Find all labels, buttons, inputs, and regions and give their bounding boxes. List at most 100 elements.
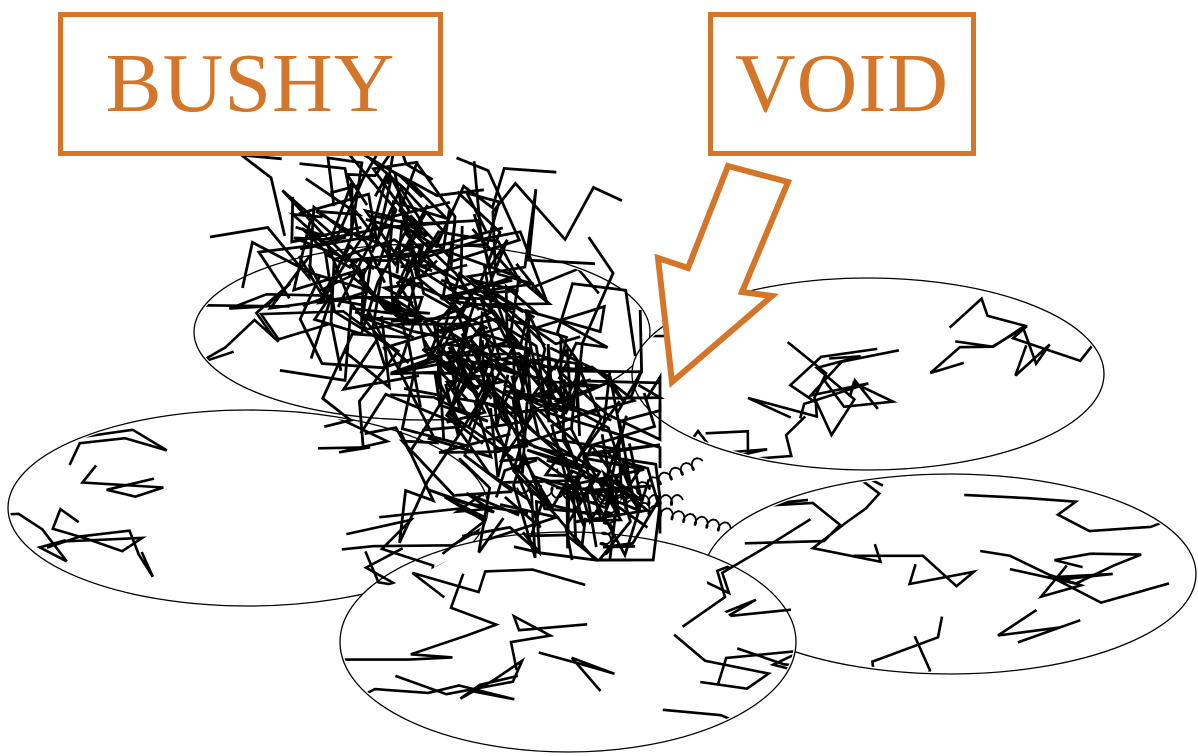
bushy-chain xyxy=(529,494,631,562)
void-arrow-layer xyxy=(654,162,793,388)
flat-chain xyxy=(79,464,164,498)
bushy-chain xyxy=(461,525,542,555)
bushy-chain xyxy=(410,263,479,365)
flat-chain xyxy=(673,633,772,690)
bushy-chain xyxy=(298,192,379,242)
flat-chain xyxy=(51,507,147,553)
bushy-chain xyxy=(305,177,386,284)
disk-2 xyxy=(631,277,1105,471)
bushy-chain xyxy=(299,234,377,308)
flat-chain xyxy=(411,568,586,599)
bushy-chain xyxy=(412,228,523,285)
bushy-chain xyxy=(553,376,627,422)
flat-chain xyxy=(955,324,1102,363)
flat-chain-group xyxy=(10,246,1194,750)
bushy-chain xyxy=(458,457,505,554)
bushy-chain xyxy=(512,353,581,471)
bushy-chain xyxy=(427,297,502,459)
flat-chain xyxy=(705,415,807,461)
bushy-chain xyxy=(320,332,422,429)
bushy-chain xyxy=(522,453,621,521)
flat-chain xyxy=(809,476,884,564)
bushy-chain xyxy=(354,310,465,343)
void-label: VOID xyxy=(735,37,949,130)
void-arrow xyxy=(654,162,793,388)
bushy-chain xyxy=(236,153,287,237)
flat-chain xyxy=(822,377,898,410)
flat-chain xyxy=(538,651,615,692)
bushy-chain xyxy=(550,407,597,528)
bushy-chain xyxy=(390,329,480,375)
bushy-chain xyxy=(354,209,428,267)
bushy-label: BUSHY xyxy=(105,37,396,130)
bushy-label-box: BUSHY xyxy=(58,12,443,156)
bushy-chain xyxy=(241,240,417,326)
bushy-chain xyxy=(576,443,661,523)
bushy-chain xyxy=(365,218,477,353)
flat-chain xyxy=(196,318,280,388)
flat-chain xyxy=(1014,327,1051,377)
bushy-chain xyxy=(444,383,484,440)
flat-chain xyxy=(853,554,979,588)
bushy-chain xyxy=(421,345,480,397)
flat-chain xyxy=(379,485,486,532)
bushy-chain xyxy=(538,360,612,432)
flat-chain xyxy=(342,573,501,661)
disk-chains-2 xyxy=(634,280,1102,461)
bushy-chain xyxy=(298,274,470,381)
disk-5 xyxy=(339,531,797,753)
bushy-chain xyxy=(309,242,402,360)
flat-chain xyxy=(716,649,794,729)
flat-chain xyxy=(706,518,812,596)
bushy-chain xyxy=(323,251,401,449)
bushy-chain xyxy=(340,339,420,392)
bushy-chain xyxy=(438,426,593,470)
flat-chain xyxy=(394,657,526,700)
flat-chain xyxy=(10,501,68,563)
bushy-chain xyxy=(442,342,514,460)
flat-chain xyxy=(46,529,154,578)
void-label-box: VOID xyxy=(708,12,976,156)
bushy-chain xyxy=(371,268,387,367)
bushy-chain xyxy=(559,236,615,420)
bushy-chain xyxy=(469,357,581,436)
bushy-chain xyxy=(491,181,623,274)
bushy-chain xyxy=(581,451,662,549)
bushy-chain xyxy=(342,210,451,263)
flat-chain xyxy=(870,616,944,672)
flat-chain xyxy=(196,303,290,338)
bushy-chain xyxy=(573,370,621,465)
flat-chain xyxy=(228,282,331,339)
bushy-chain xyxy=(521,499,590,557)
bushy-chain xyxy=(559,434,622,510)
bushy-chain xyxy=(390,208,470,323)
bushy-chain xyxy=(615,371,643,415)
bushy-chain xyxy=(494,458,538,498)
bushy-chain xyxy=(574,433,651,524)
flat-chain xyxy=(681,534,794,628)
flat-chain xyxy=(1048,572,1170,604)
bushy-chain xyxy=(403,373,459,398)
bushy-chain xyxy=(499,503,587,551)
flat-chain xyxy=(390,393,531,418)
flat-chain xyxy=(997,608,1081,644)
bushy-chain xyxy=(368,157,445,271)
bushy-chain xyxy=(288,212,417,340)
bushy-chain xyxy=(473,375,592,402)
bushy-chain xyxy=(554,317,609,381)
flat-chain xyxy=(509,613,588,671)
coil-linker-6 xyxy=(611,494,684,506)
bushy-chain xyxy=(555,486,612,496)
flat-chain xyxy=(747,347,878,419)
bushy-chain xyxy=(290,196,362,244)
bushy-chain xyxy=(461,264,495,315)
bushy-chain xyxy=(428,488,529,517)
bushy-chain xyxy=(504,283,540,340)
bushy-chain xyxy=(256,242,423,319)
bushy-chain xyxy=(436,167,557,245)
flat-chain xyxy=(736,647,794,698)
bushy-chain xyxy=(387,178,448,269)
flat-chain xyxy=(786,341,861,438)
bushy-chain xyxy=(499,344,662,469)
